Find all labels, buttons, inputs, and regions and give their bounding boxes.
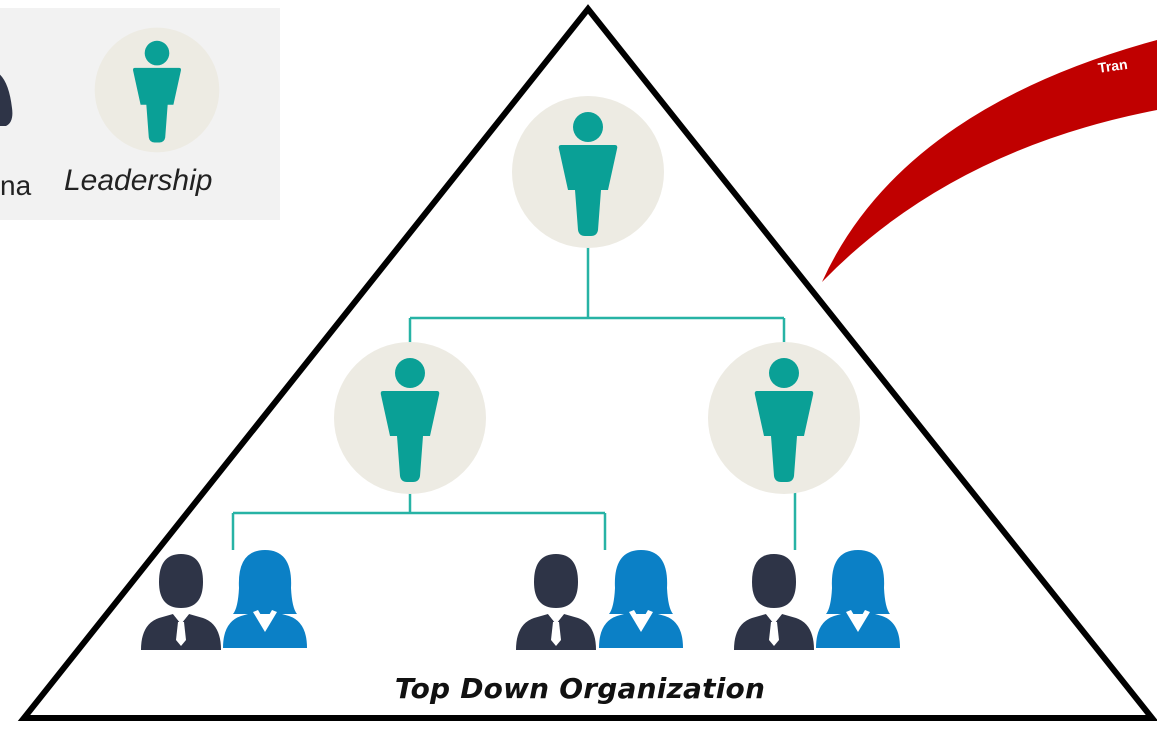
- leader-icon: [334, 342, 486, 494]
- connector-lines: [231, 246, 797, 550]
- woman-icon: [223, 550, 307, 648]
- leader-icon: [94, 27, 220, 153]
- man-icon: [516, 554, 596, 650]
- woman-icon: [816, 550, 900, 648]
- legend-leadership-label: Leadership: [64, 164, 213, 197]
- legend-partial-label: na: [0, 170, 32, 201]
- woman-icon: [599, 550, 683, 648]
- curved-arrow-icon: [822, 40, 1157, 282]
- diagram-title: Top Down Organization: [394, 672, 766, 705]
- leader-icon: [708, 342, 860, 494]
- man-icon: [141, 554, 221, 650]
- organization-triangle: [17, 4, 1157, 721]
- leader-icon: [512, 96, 664, 248]
- man-icon: [734, 554, 814, 650]
- person-icon: [0, 74, 13, 126]
